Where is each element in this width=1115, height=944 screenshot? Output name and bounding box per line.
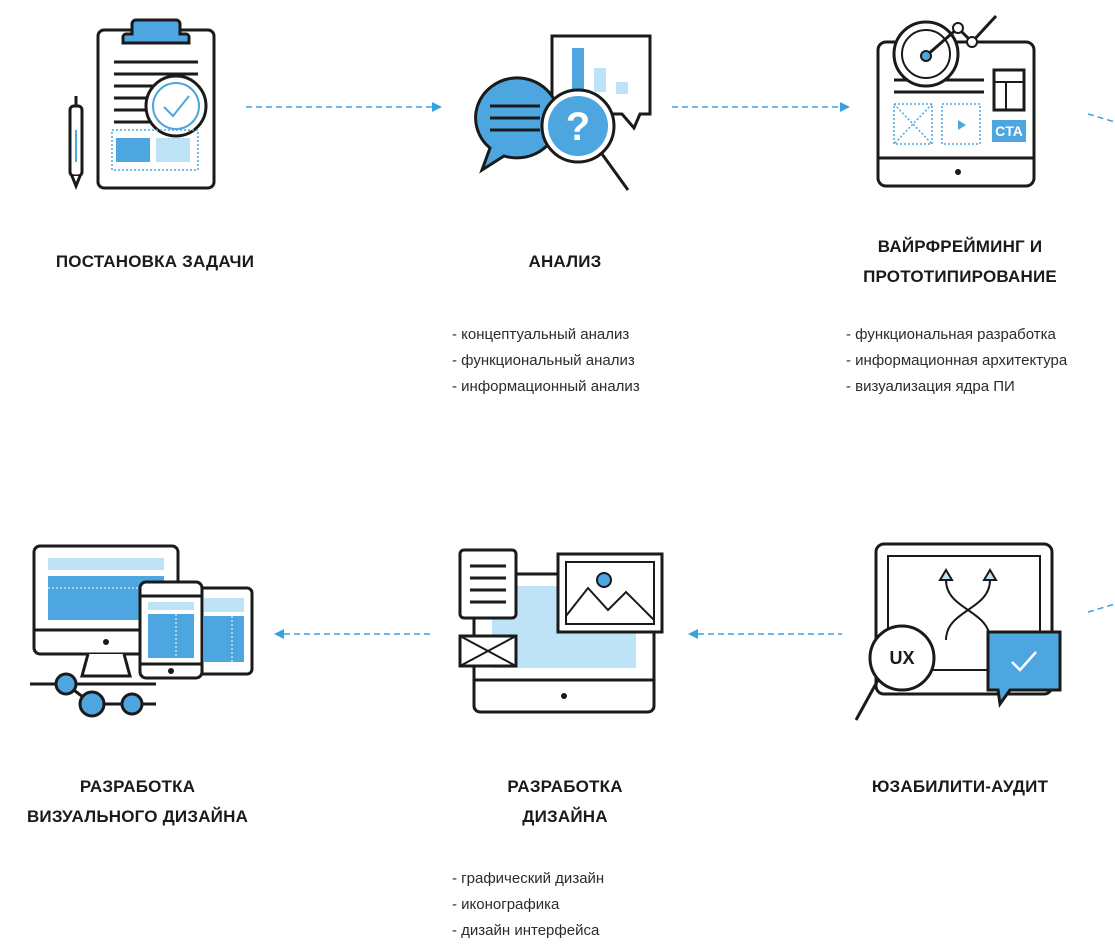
step-title-line: ЮЗАБИЛИТИ-АУДИТ	[871, 777, 1049, 796]
ux-label: UX	[889, 648, 914, 668]
design-layout-icon	[456, 540, 671, 720]
step-title-line: ДИЗАЙНА	[522, 807, 608, 826]
step-title-line: АНАЛИЗ	[528, 252, 602, 271]
svg-text:?: ?	[566, 105, 590, 149]
list-item: - информационная архитектура	[846, 352, 1068, 369]
arrow-wireframing-out	[1087, 112, 1115, 131]
ux-audit-icon: UX	[848, 540, 1063, 725]
list-item: - визуализация ядра ПИ	[846, 378, 1015, 395]
list-item: - функциональный анализ	[452, 352, 635, 369]
step-title-design: РАЗРАБОТКА ДИЗАЙНА	[470, 772, 660, 832]
wireframe-monitor-icon: CTA	[872, 12, 1052, 192]
step-title-line: ПРОТОТИПИРОВАНИЕ	[863, 267, 1057, 286]
step-title-line: ВАЙРФРЕЙМИНГ И	[877, 237, 1043, 256]
step-title-usability: ЮЗАБИЛИТИ-АУДИТ	[840, 772, 1080, 802]
step-title-analysis: АНАЛИЗ	[480, 247, 650, 277]
arrow-usability-in	[1087, 600, 1115, 619]
arrow-task-to-analysis	[246, 100, 442, 118]
step-title-wireframing: ВАЙРФРЕЙМИНГ И ПРОТОТИПИРОВАНИЕ	[820, 232, 1100, 292]
list-item: - информационный анализ	[452, 378, 640, 395]
step-title-line: ПОСТАНОВКА ЗАДАЧИ	[55, 252, 255, 271]
step-title-line: РАЗРАБОТКА	[79, 777, 196, 796]
arrow-analysis-to-wireframing	[672, 100, 850, 118]
step-title-line: РАЗРАБОТКА	[507, 777, 623, 796]
cta-label: CTA	[995, 123, 1023, 139]
list-item: - концептуальный анализ	[452, 326, 630, 343]
bullets-analysis: - концептуальный анализ - функциональный…	[452, 322, 640, 400]
step-title-visual: РАЗРАБОТКА ВИЗУАЛЬНОГО ДИЗАЙНА	[0, 772, 275, 832]
bullets-design: - графический дизайн - иконографика - ди…	[452, 866, 604, 944]
list-item: - иконографика	[452, 896, 560, 913]
responsive-devices-icon	[26, 540, 261, 720]
list-item: - функциональная разработка	[846, 326, 1056, 343]
list-item: - дизайн интерфейса	[452, 922, 600, 939]
clipboard-check-icon	[60, 10, 220, 191]
step-title-task: ПОСТАНОВКА ЗАДАЧИ	[20, 247, 290, 277]
arrow-usability-to-design	[688, 627, 842, 645]
step-title-line: ВИЗУАЛЬНОГО ДИЗАЙНА	[26, 807, 249, 826]
list-item: - графический дизайн	[452, 870, 605, 887]
bullets-wireframing: - функциональная разработка - информацио…	[846, 322, 1067, 400]
arrow-design-to-visual	[274, 627, 432, 645]
chat-question-icon: ?	[470, 30, 660, 230]
